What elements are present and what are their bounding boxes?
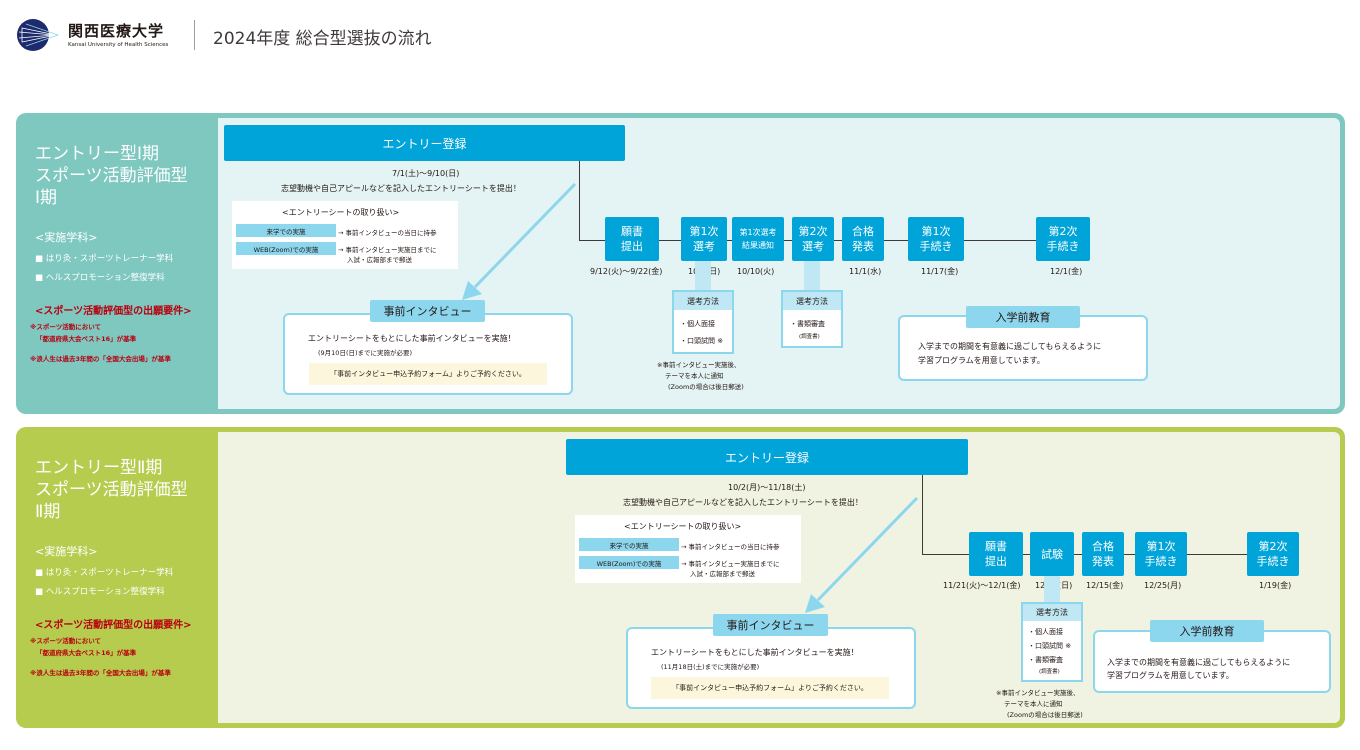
period2-handling-web-text: → 事前インタビュー実施日までに [681, 560, 780, 568]
period2-handling-visit-label: 来学での実施 [579, 538, 679, 551]
period2-step-exam: 試験 [1030, 532, 1074, 576]
period1-method1-note: ※事前インタビュー実施後、 [657, 361, 741, 369]
period1-step-date: 9/12(火)〜9/22(金) [590, 267, 663, 276]
period1-interview-text: エントリーシートをもとにした事前インタビューを実施！ [308, 334, 516, 343]
period2-interview-deadline: (11月18日(土)までに実施が必要) [661, 663, 760, 671]
period1-step-date: 12/1(金) [1050, 267, 1083, 276]
period1-method1-note: (Zoomの場合は後日郵送) [668, 383, 744, 391]
period1-step-first-selection: 第1次 選考 [681, 217, 727, 261]
period2-entry-bar: エントリー登録 [566, 439, 968, 475]
period1-entry-description: 志望動機や自己アピールなどを記入したエントリーシートを提出！ [281, 184, 521, 193]
timeline-connector [579, 161, 580, 241]
period2-method-item: ・個人面接 [1028, 628, 1063, 636]
period2-pre-education-label: 入学前教育 [1150, 620, 1264, 642]
period2-step-date: 11/21(火)〜12/1(金) [943, 581, 1021, 590]
timeline-connector [922, 475, 923, 555]
period2-step-first-procedure: 第1次 手続き [1135, 532, 1187, 576]
period2-method-note: テーマを本人に通知 [1004, 700, 1063, 708]
period1-step-acceptance: 合格 発表 [842, 217, 884, 261]
period1-handling-visit-label: 来学での実施 [236, 224, 336, 237]
period1-interview-deadline: (9月10日(日)までに実施が必要) [318, 349, 413, 357]
period2-step-second-procedure: 第2次 手続き [1247, 532, 1299, 576]
period1-handling-web-text: → 事前インタビュー実施日までに [338, 246, 437, 254]
period1-department: ■ ヘルスプロモーション整復学科 [35, 273, 165, 283]
period2-method-item: ・口頭試問 ※ [1028, 642, 1072, 650]
method-connector [804, 261, 820, 291]
period1-step-date: 11/17(金) [921, 267, 959, 276]
period2-requirement-note: 「都道府県大会ベスト16」が基準 [36, 649, 137, 657]
period1-step-date: 10/10(火) [737, 267, 775, 276]
period1-pre-education-text: 学習プログラムを用意しています。 [918, 356, 1045, 365]
period1-step-application: 願書 提出 [605, 217, 659, 261]
period1-method2-item: ・書類審査 [790, 320, 825, 328]
period1-departments-heading: <実施学科> [35, 231, 98, 244]
period1-arrow [462, 182, 577, 300]
period2-entry-description: 志望動機や自己アピールなどを記入したエントリーシートを提出！ [623, 498, 863, 507]
period2-handling-visit-text: → 事前インタビューの当日に持参 [681, 543, 780, 551]
period2-step-acceptance: 合格 発表 [1082, 532, 1124, 576]
period2-handling-title: <エントリーシートの取り扱い> [624, 522, 742, 531]
period1-interview-label: 事前インタビュー [370, 300, 485, 322]
period1-requirement-note: ※浪人生は過去3年間の「全国大会出場」が基準 [30, 355, 171, 363]
period2-pre-education-text: 入学までの期間を有意義に過ごしてもらえるように [1107, 658, 1291, 667]
period1-department: ■ はり灸・スポーツトレーナー学科 [35, 254, 174, 264]
university-logo [17, 19, 60, 51]
period2-requirement-note: ※浪人生は過去3年間の「全国大会出場」が基準 [30, 669, 171, 677]
period2-step-date: 1/19(金) [1259, 581, 1292, 590]
page-title: 2024年度 総合型選抜の流れ [213, 29, 432, 49]
period1-step-date: 11/1(水) [849, 267, 882, 276]
period2-step-date: 12/15(金) [1086, 581, 1124, 590]
period2-requirement-note: ※スポーツ活動において [30, 637, 101, 645]
period2-arrow [805, 496, 919, 613]
period1-step-second-selection: 第2次 選考 [792, 217, 834, 261]
period2-handling-web-label: WEB(Zoom)での実施 [579, 556, 679, 569]
period1-interview-form: 「事前インタビュー申込予約フォーム」よりご予約ください。 [309, 363, 547, 385]
period2-interview-label: 事前インタビュー [713, 614, 828, 636]
period1-title: エントリー型Ⅰ期 スポーツ活動評価型 Ⅰ期 [35, 144, 188, 208]
period2-method-sub: (調査書) [1039, 669, 1060, 675]
period2-entry-dates: 10/2(月)〜11/18(土) [728, 483, 806, 492]
period2-department: ■ はり灸・スポーツトレーナー学科 [35, 568, 174, 578]
period1-method1-item: ・個人面接 [680, 320, 715, 328]
period1-pre-education-label: 入学前教育 [966, 306, 1080, 328]
period1-requirement-note: ※スポーツ活動において [30, 323, 101, 331]
period2-method-note: ※事前インタビュー実施後、 [996, 689, 1080, 697]
period1-handling-web-label: WEB(Zoom)での実施 [236, 242, 336, 255]
period1-method2-sub: (調査書) [799, 334, 820, 340]
period2-method-item: ・書類審査 [1028, 656, 1063, 664]
period1-pre-education-card [898, 315, 1148, 381]
period2-method-note: (Zoomの場合は後日郵送) [1007, 711, 1083, 719]
method-connector [695, 261, 711, 291]
period1-handling-title: <エントリーシートの取り扱い> [282, 208, 400, 217]
period2-step-date: 12/25(月) [1144, 581, 1182, 590]
period1-entry-bar: エントリー登録 [224, 125, 625, 161]
period1-pre-education-text: 入学までの期間を有意義に過ごしてもらえるように [918, 342, 1102, 351]
period1-step-first-result: 第1次選考 結果通知 [732, 217, 784, 261]
period2-title: エントリー型Ⅱ期 スポーツ活動評価型 Ⅱ期 [35, 458, 188, 522]
period1-handling-visit-text: → 事前インタビューの当日に持参 [338, 229, 437, 237]
period2-pre-education-text: 学習プログラムを用意しています。 [1107, 671, 1234, 680]
period1-method2-heading: 選考方法 [783, 292, 841, 310]
period1-method1-item: ・口頭試問 ※ [680, 337, 724, 345]
university-name-en: Kansai University of Health Sciences [68, 42, 169, 48]
period2-requirements-heading: <スポーツ活動評価型の出願要件> [35, 620, 192, 631]
period2-step-application: 願書 提出 [969, 532, 1023, 576]
period2-interview-form: 「事前インタビュー申込予約フォーム」よりご予約ください。 [651, 677, 889, 699]
period2-department: ■ ヘルスプロモーション整復学科 [35, 587, 165, 597]
period2-interview-text: エントリーシートをもとにした事前インタビューを実施！ [651, 648, 859, 657]
header-divider [194, 20, 195, 50]
period1-requirement-note: 「都道府県大会ベスト16」が基準 [36, 335, 137, 343]
period2-departments-heading: <実施学科> [35, 545, 98, 558]
period1-handling-web-text: 入試・広報部まで郵送 [347, 256, 412, 264]
period1-step-second-procedure: 第2次 手続き [1036, 217, 1090, 261]
period1-method1-note: テーマを本人に通知 [665, 372, 724, 380]
period1-step-first-procedure: 第1次 手続き [908, 217, 964, 261]
university-name: 関西医療大学 [68, 22, 165, 40]
period2-handling-web-text: 入試・広報部まで郵送 [690, 570, 755, 578]
period1-requirements-heading: <スポーツ活動評価型の出願要件> [35, 306, 192, 317]
method-connector [1044, 576, 1060, 604]
period1-method1-heading: 選考方法 [674, 292, 732, 310]
period1-entry-dates: 7/1(土)〜9/10(日) [392, 169, 460, 178]
period2-method-heading: 選考方法 [1023, 604, 1081, 621]
